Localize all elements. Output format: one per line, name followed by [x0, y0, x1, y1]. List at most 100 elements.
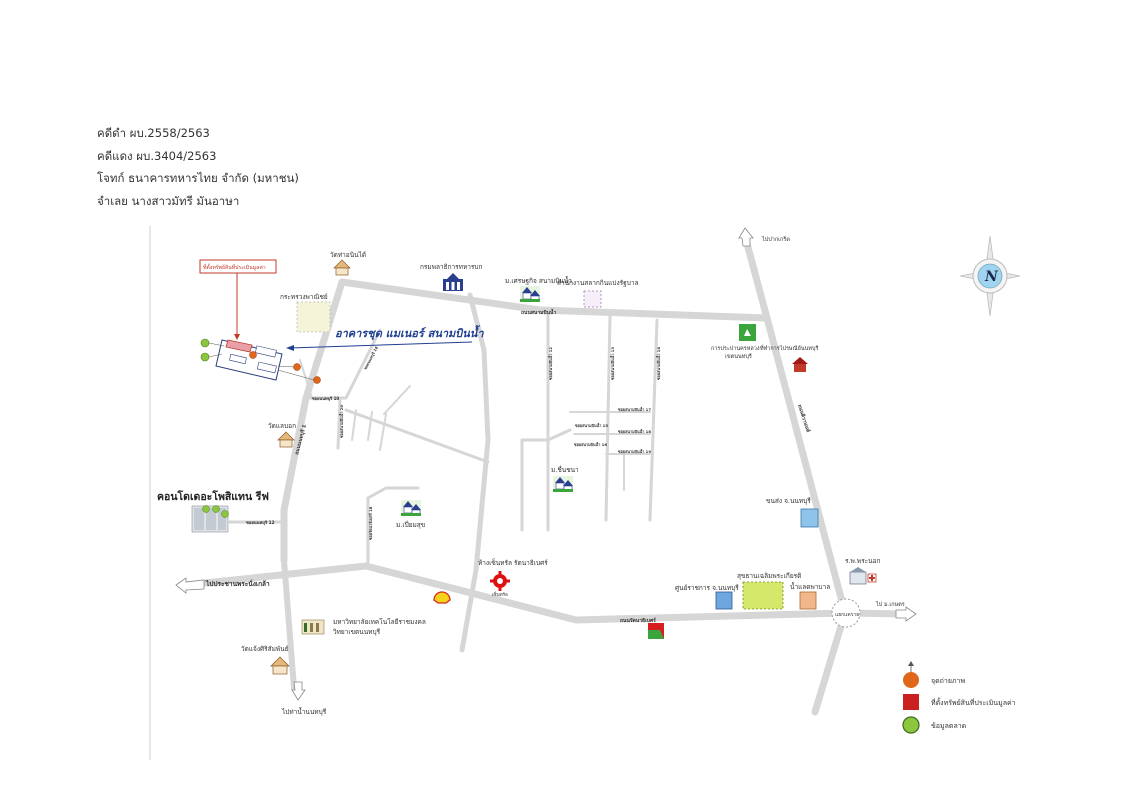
road-soi-left-6	[379, 413, 387, 451]
case-red-number: คดีแดง ผบ.3404/2563	[97, 148, 217, 163]
provincial-hall-area	[715, 591, 733, 610]
property-callout-box	[199, 259, 277, 274]
road-label-soi-c: ซอยสนามบินน้ำ 14	[655, 347, 661, 380]
central-label: ห้างเซ็นทรัล รัตนาธิเบศร์	[478, 558, 548, 567]
north-compass: N	[959, 235, 1021, 317]
commerce-ministry-area	[296, 301, 331, 333]
transport-office-area	[800, 508, 819, 528]
building-block-b	[229, 353, 247, 365]
mubaan-chuen-label: ม.ชื่นชนา	[551, 465, 579, 474]
road-label-soi-f: ซอยสนามบินน้ำ 16	[574, 441, 607, 447]
photo-point-1	[249, 351, 257, 359]
road-soi-left-4	[351, 409, 357, 441]
road-to-pier	[281, 557, 297, 691]
road-rattanathibet	[182, 562, 909, 624]
post-office-icon	[792, 357, 808, 372]
road-label-soi-b: ซอยสนามบินน้ำ 13	[609, 347, 615, 380]
water-works-area	[799, 591, 817, 610]
post-office-label: ที่ทำการไปรษณีย์นนทบุรี	[760, 344, 819, 352]
arrow-down-icon	[291, 681, 306, 701]
road-middle	[459, 292, 491, 653]
road-soi-2	[604, 314, 612, 522]
condo-name-label: คอนโดเดอะโพสิแทน รีฟ	[157, 490, 269, 503]
transport-office-label: ขนส่ง จ.นนทบุรี	[766, 497, 811, 505]
legend-property-label: ที่ตั้งทรัพย์สินที่ประเมินมูลค่า	[931, 696, 1016, 707]
road-soi-pleumsuk	[366, 486, 420, 500]
wat-laeng-bok-label: วัดแลบอก	[268, 422, 296, 430]
fine-arts-label: กรมพลาธิการทหารบก	[420, 263, 483, 271]
property-callout-arrow-icon	[234, 334, 240, 340]
property-site	[200, 338, 321, 384]
rajamangala-label-1: มหาวิทยาลัยเทคโนโลยีราชมงคล	[333, 618, 426, 626]
legend-photo-label: จุดถ่ายภาพ	[931, 677, 965, 685]
road-soi-left-2	[336, 398, 342, 450]
data-point-2	[200, 352, 210, 362]
provincial-hall-label: ศูนย์ราชการ จ.นนทบุรี	[675, 584, 739, 592]
pak-kret-label: ไปปากเกร็ด	[761, 235, 790, 243]
road-soi-4	[520, 428, 572, 532]
condo-data-point-3	[221, 510, 229, 518]
shell-icon	[433, 591, 451, 604]
road-soi-left-5	[367, 411, 373, 441]
arrow-right-icon	[895, 606, 917, 622]
defendant-line: จำเลย นางสาวมัทรี มันอาษา	[97, 193, 240, 208]
road-label-soi-d: ซอยนนทบุรี 10	[312, 396, 339, 402]
road-soi-property	[299, 359, 313, 399]
property-title-arrow-icon	[286, 345, 294, 351]
property-location-marker	[225, 339, 253, 353]
road-label-soi-a: ซอยสนามบินน้ำ 12	[547, 347, 553, 380]
park-label: สุขธานเฉลิมพระเกียรติ	[737, 572, 801, 580]
mubaan-pleumsuk-label: ม.เปี่ยมสุข	[396, 520, 425, 529]
road-label-soi-i: ซอยสนามบินน้ำ 19	[618, 448, 651, 454]
central-sub-label: เซ็นทรัล	[492, 590, 508, 598]
arrow-up-icon	[738, 227, 754, 247]
compass-icon	[977, 263, 1003, 289]
property-title-line	[289, 341, 473, 349]
road-network	[182, 232, 909, 716]
road-label-rattanathibet: ถนนรัตนาธิเบศร์	[620, 617, 656, 624]
road-label-sanam-bin-nam: ถนนสนามบินน้ำ	[521, 307, 556, 316]
wat-chaeng-label: วัดแจ้งศิริสัมพันธ์	[241, 645, 289, 653]
road-soi-3	[648, 318, 659, 522]
case-black-number: คดีดำ ผบ.2558/2563	[97, 126, 210, 140]
road-arrows	[175, 227, 917, 701]
sethakij-village-label: ม.เศรษฐกิจ สนามบินน้ำ	[505, 276, 572, 285]
road-sanam-bin-nam	[338, 278, 769, 322]
condo-data-point-2	[212, 505, 220, 513]
hospital-label: ร.พ.พระนอก	[845, 557, 881, 565]
photo-point-2	[293, 363, 301, 371]
to-pier-label: ไปท่าน้ำนนทบุรี	[281, 707, 327, 716]
roundabout	[831, 598, 861, 628]
government-building-icon	[443, 273, 463, 291]
park-area	[742, 581, 784, 610]
road-tiwanon	[280, 278, 346, 564]
map-legend: จุดถ่ายภาพ ที่ตั้งทรัพย์สินที่ประเมินมูล…	[902, 661, 1016, 734]
road-soi-left-7	[383, 385, 411, 415]
road-label-soi-e: ซอยสนามบินน้ำ 15	[575, 422, 608, 428]
legend-photo-icon	[903, 672, 919, 688]
arrow-left-icon	[175, 577, 205, 594]
road-label-soi-condo: ซอยนนทบุรี 12	[246, 520, 275, 526]
village-icon	[401, 500, 421, 516]
university-icon	[301, 619, 325, 635]
data-point-1	[200, 338, 210, 348]
road-label-soi-h: ซอยสนามบินน้ำ 18	[618, 428, 651, 434]
village-icon	[520, 286, 540, 302]
road-soi-left-1	[304, 328, 382, 400]
lottery-office-area	[583, 290, 602, 308]
building-block-a	[254, 345, 277, 358]
village-icon	[553, 476, 573, 492]
metro-water-label-1: การประปานครหลวง	[711, 345, 760, 352]
wat-tanon-label: วัดท่าอนินได้	[330, 251, 366, 259]
building-block-c	[256, 361, 277, 374]
central-gear-icon	[490, 571, 510, 591]
to-kaset-label: ไป ม.เกษตร	[875, 601, 905, 608]
property-callout-label: ที่ตั้งทรัพย์สินที่ประเมินมูลค่า	[203, 263, 266, 271]
road-label-soi-k: ซอยรัตนาธิเบศร์ 18	[368, 506, 373, 540]
property-title: อาคารชุด แมเนอร์ สนามบินน้ำ	[335, 325, 484, 341]
rajamangala-label-2: วิทยาเขตนนทบุรี	[333, 628, 381, 636]
road-label-soi-g: ซอยสนามบินน้ำ 17	[618, 406, 651, 412]
kaset-circle-label: แยกแคราย	[835, 612, 859, 618]
temple-icon	[277, 431, 295, 448]
